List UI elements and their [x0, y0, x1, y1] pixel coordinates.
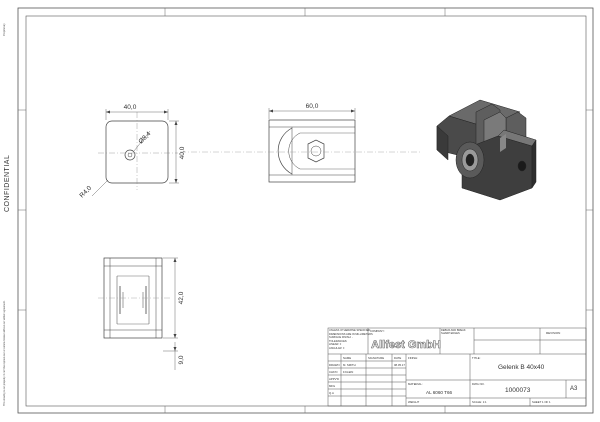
tb-note-5: LINEAR: ± — [329, 343, 342, 346]
top-view-hex-nut — [307, 139, 325, 163]
tb-row-checked: CHK'D — [329, 369, 338, 374]
title-block-frame — [327, 327, 587, 407]
tb-material-label: MATERIAL: — [408, 381, 423, 386]
tb-row-qa: Q.A — [329, 390, 334, 395]
confidential-label: CONFIDENTIAL — [4, 154, 11, 212]
zone-ticks — [18, 8, 593, 413]
tb-name-header: NAME — [343, 355, 352, 360]
tb-checked-by: F.KLEIN — [343, 369, 354, 374]
tb-material-value: AL 6060 T66 — [426, 390, 453, 395]
front-view-outline — [105, 120, 169, 184]
tb-dwg-label: DWG NO. — [472, 381, 485, 386]
outer-frame — [17, 7, 594, 414]
tb-company-label: COMPANY: — [370, 329, 385, 333]
tb-title-value: Gelenk B 40x40 — [498, 363, 545, 371]
tb-revision-label: REVISION — [546, 331, 561, 335]
tb-drawn-by: M. SMITH — [343, 362, 356, 367]
company-name: Allfest GmbH — [371, 339, 441, 351]
top-view-knuckle-arc — [277, 127, 293, 175]
front-view-width-dim: 40,0 — [124, 104, 137, 111]
side-view — [98, 257, 178, 370]
front-view-radius-dim: R4,0 — [78, 184, 93, 199]
tb-dwg-value: 1000073 — [505, 387, 531, 394]
inner-frame — [25, 15, 587, 407]
iso-side-hole — [517, 160, 527, 172]
tb-date-header: DATE — [394, 355, 402, 360]
tb-note-4: TOLERANCES: — [329, 339, 348, 343]
side-note-bottom: This drawing is our property. It can't b… — [3, 300, 6, 406]
tb-row-drawn: DRAWN — [329, 362, 340, 367]
tb-note-2: DIMENSIONS ARE IN MILLIMETERS — [329, 332, 373, 336]
side-note-top: Proprietary — [3, 23, 6, 36]
tb-title-label: TITLE: — [472, 355, 481, 360]
tb-sheet-label: SHEET 1 OF 1 — [532, 400, 551, 404]
tb-row-approved: APPV'D — [329, 376, 340, 381]
tb-size-value: A3 — [570, 386, 578, 392]
side-view-height-dim: 42,0 — [178, 291, 185, 304]
tb-finish-label: FINISH: — [408, 355, 418, 360]
isometric-view — [436, 99, 537, 201]
title-block — [327, 327, 587, 407]
front-view-hole — [124, 149, 136, 161]
side-view-offset-dim: 9,0 — [178, 355, 185, 364]
iso-pivot-hole — [465, 153, 475, 167]
front-view-hole-dim: Ø8,4 — [137, 130, 152, 145]
front-view-height-dim: 40,0 — [179, 146, 186, 159]
top-view-outline — [268, 119, 356, 183]
tb-note-1: UNLESS OTHERWISE SPECIFIED: — [329, 329, 371, 332]
tb-note-6: ANGULAR: ± — [329, 346, 345, 350]
front-view — [91, 109, 179, 197]
tb-drawn-date: 08.05.17 — [394, 362, 405, 367]
tb-row-mfg: MFG — [329, 383, 336, 388]
tb-signature-header: SIGNATURE — [368, 355, 385, 360]
top-view-width-dim: 60,0 — [306, 103, 319, 110]
top-view — [180, 108, 420, 183]
tb-scale-label: SCALE: 1:1 — [472, 400, 487, 404]
tb-note-3: SURFACE FINISH: - — [329, 336, 353, 339]
tb-weight-label: WEIGHT — [408, 400, 420, 404]
tb-debur-label: DEBUR AND BREAK SHARP EDGES — [441, 329, 466, 335]
